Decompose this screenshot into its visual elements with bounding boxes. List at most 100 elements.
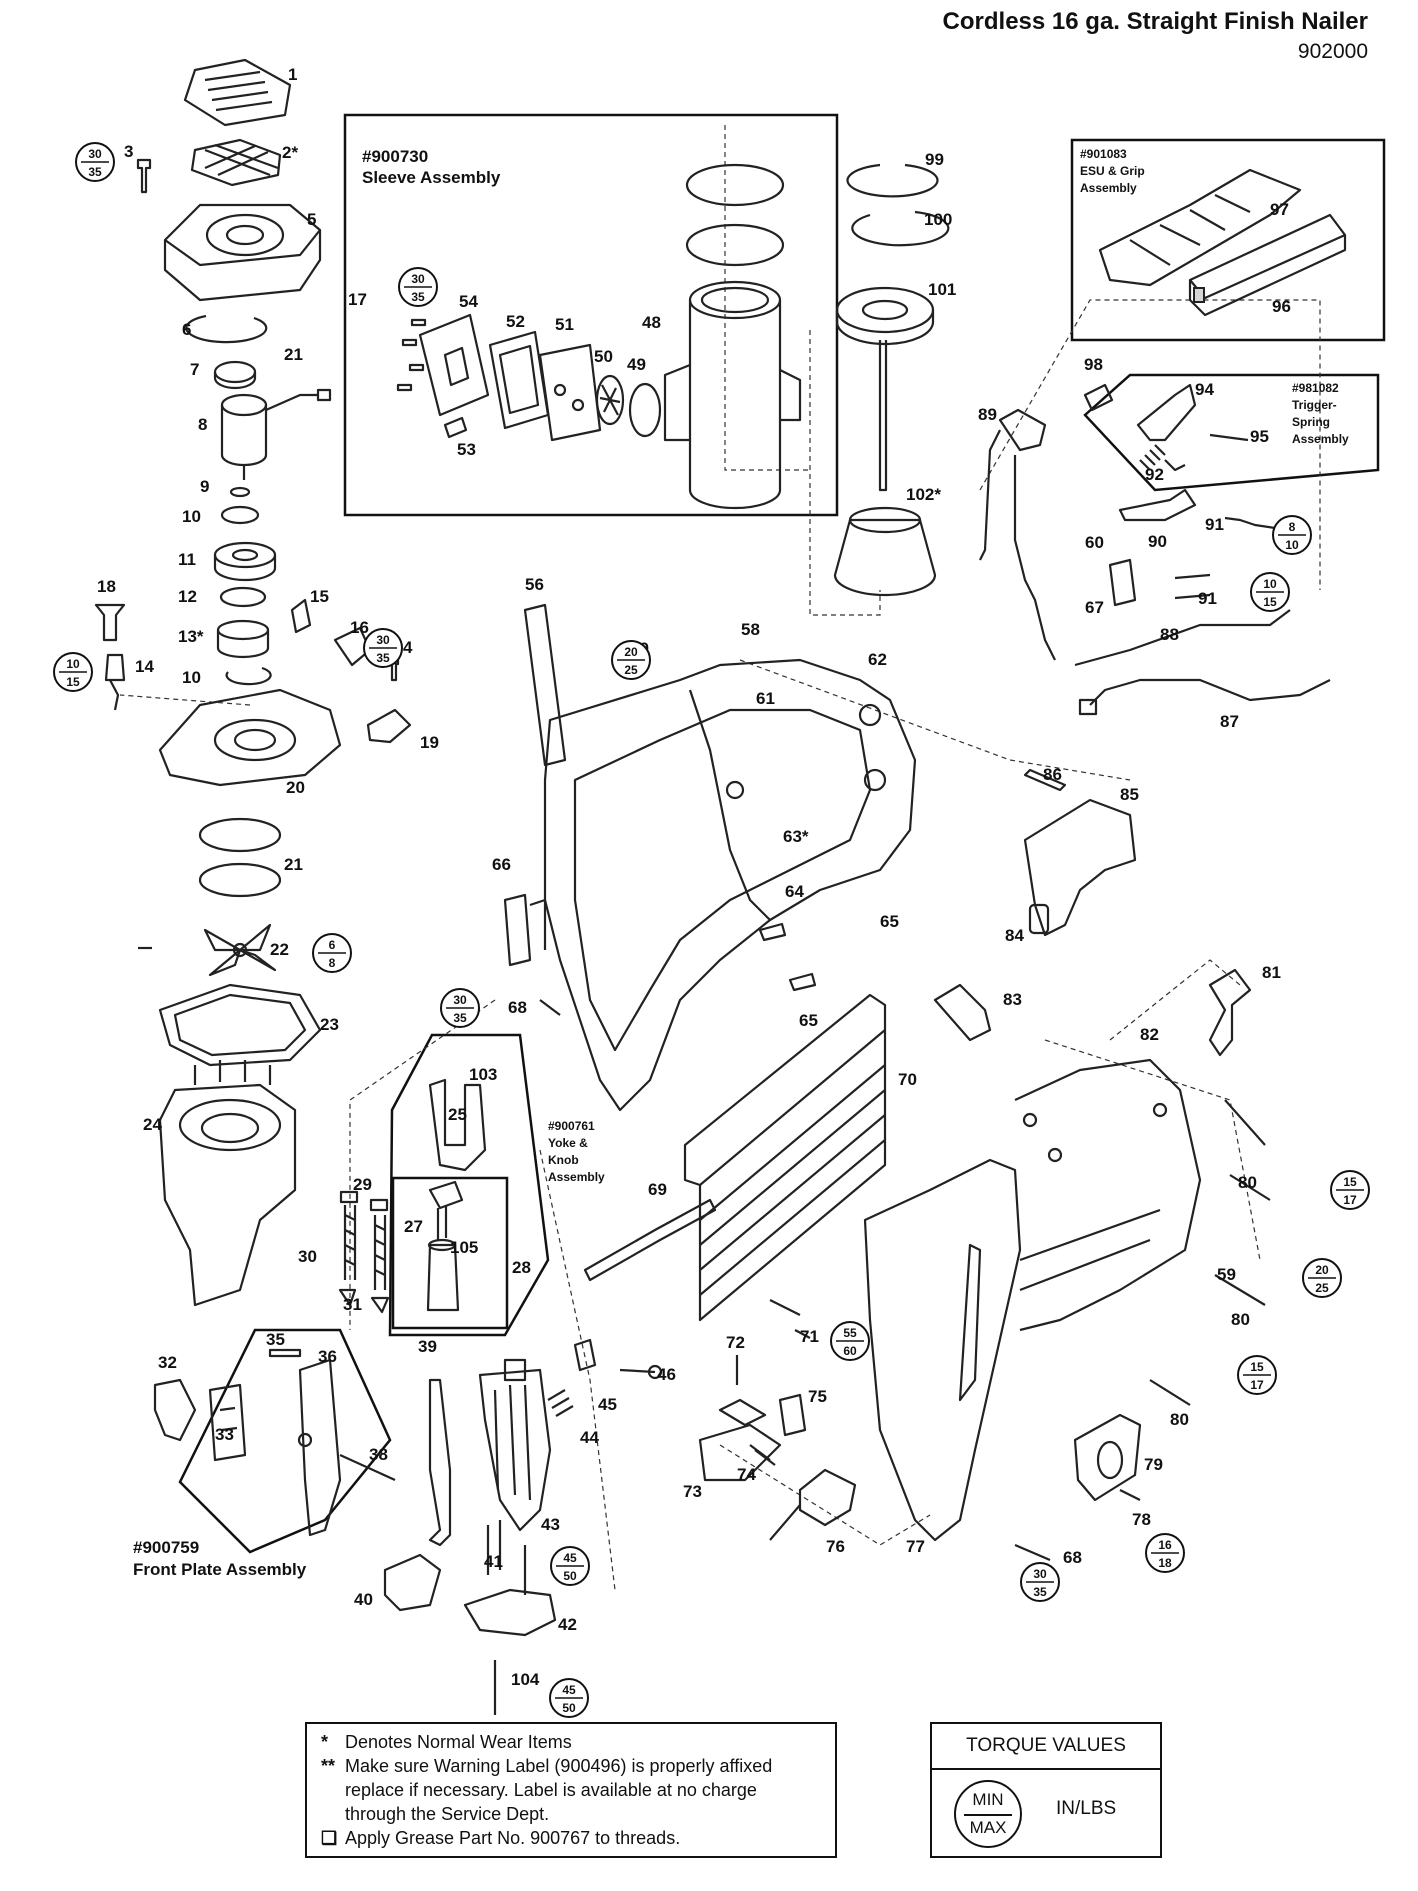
torque-min-value: 10 — [66, 657, 80, 671]
part-number-label: 3 — [124, 142, 133, 161]
part-number-label: 85 — [1120, 785, 1139, 804]
leader-line — [809, 330, 881, 616]
part-number-label: 54 — [459, 292, 478, 311]
part-23-gasket — [158, 983, 322, 1067]
trigger-spring-assembly-frame — [1083, 373, 1380, 492]
part-95-pin — [1209, 433, 1249, 442]
torque-min-value: 15 — [1250, 1360, 1264, 1374]
torque-min-value: 45 — [563, 1551, 577, 1565]
part-100-ring — [851, 210, 950, 247]
torque-max-value: 25 — [1315, 1281, 1329, 1295]
part-94-trigger — [1136, 383, 1197, 442]
part-40-cap — [383, 1553, 442, 1612]
part-number-label: 71 — [800, 1327, 819, 1346]
part-13-sleeve-bushing — [216, 619, 270, 659]
part-number-label: 49 — [627, 355, 646, 374]
yoke-assembly-name-1: Yoke & — [548, 1136, 588, 1150]
part-number-label: 24 — [143, 1115, 162, 1134]
torque-max-value: 15 — [66, 675, 80, 689]
part-number-label: 48 — [642, 313, 661, 332]
part-number-label: 86 — [1043, 765, 1062, 784]
part-66-slide — [503, 893, 547, 967]
part-number-label: 27 — [404, 1217, 423, 1236]
part-64-65-pads — [758, 922, 817, 992]
torque-min-value: 30 — [453, 993, 467, 1007]
torque-max-value: 17 — [1343, 1193, 1357, 1207]
leader-line — [1109, 959, 1241, 1041]
torque-min-value: 30 — [411, 272, 425, 286]
torque-min-value: 30 — [1033, 1567, 1047, 1581]
part-71-screw — [769, 1299, 811, 1339]
part-48-sleeve — [663, 280, 802, 510]
part-97-esu — [1098, 168, 1302, 287]
part-49-o-ring — [628, 382, 662, 438]
part-50-filter — [595, 374, 625, 426]
part-number-label: 100 — [924, 210, 952, 229]
part-79-cover — [1073, 1413, 1142, 1502]
part-1-grille-cap — [183, 58, 292, 127]
torque-max-value: 15 — [1263, 595, 1277, 609]
torque-max-value: 10 — [1285, 538, 1299, 552]
part-number-label: 42 — [558, 1615, 577, 1634]
part-number-label: 82 — [1140, 1025, 1159, 1044]
note-marker: ** — [321, 1756, 336, 1776]
part-87-wire — [1078, 678, 1331, 716]
torque-max-value: 35 — [411, 290, 425, 304]
torque-min-value: 30 — [88, 147, 102, 161]
part-number-label: 94 — [1195, 380, 1214, 399]
note-warning-label: ** Make sure Warning Label (900496) is p… — [321, 1754, 821, 1826]
part-21-o-ring — [198, 817, 282, 853]
part-number-label: 6 — [182, 320, 191, 339]
note-text: Make sure Warning Label (900496) is prop… — [345, 1756, 773, 1824]
part-88-wire — [1074, 609, 1291, 667]
grease-checkbox-icon: ❑ — [321, 1828, 338, 1848]
sleeve-assembly-name: Sleeve Assembly — [362, 168, 501, 187]
torque-min-value: 30 — [376, 633, 390, 647]
note-grease: ❑ Apply Grease Part No. 900767 to thread… — [321, 1826, 821, 1850]
part-7-disc — [213, 360, 257, 390]
part-17-screws — [396, 318, 427, 392]
torque-max-value: 8 — [329, 956, 336, 970]
part-20-cylinder-head — [158, 688, 342, 787]
part-102-bumper — [833, 506, 937, 597]
trigger-assembly-name-1: Trigger- — [1292, 398, 1337, 412]
part-number-label: 61 — [756, 689, 775, 708]
part-number-label: 46 — [657, 1365, 676, 1384]
part-68-screw — [539, 999, 561, 1016]
part-number-label: 52 — [506, 312, 525, 331]
yoke-assembly-number: #900761 — [548, 1119, 595, 1133]
torque-legend-max: MAX — [969, 1818, 1007, 1837]
part-76-block — [769, 1468, 857, 1541]
part-number-label: 53 — [457, 440, 476, 459]
part-number-label: 25 — [448, 1105, 467, 1124]
part-90-bracket — [1118, 488, 1197, 522]
part-52-gasket — [488, 330, 550, 430]
part-number-label: 8 — [198, 415, 207, 434]
torque-max-value: 35 — [88, 165, 102, 179]
part-number-label: 19 — [420, 733, 439, 752]
note-wear-items: * Denotes Normal Wear Items — [321, 1730, 821, 1754]
part-number-label: 79 — [1144, 1455, 1163, 1474]
part-42-guard — [463, 1588, 557, 1637]
torque-min-value: 20 — [624, 645, 638, 659]
part-number-label: 5 — [307, 210, 316, 229]
part-22-fan — [138, 923, 277, 977]
torque-badges: 3035303530351015682025303581010151517202… — [53, 142, 1370, 1718]
part-6-retaining-ring — [185, 314, 268, 344]
part-number-label: 97 — [1270, 200, 1289, 219]
part-number-label: 28 — [512, 1258, 531, 1277]
leader-line — [349, 999, 496, 1330]
part-number-label: 77 — [906, 1537, 925, 1556]
part-number-label: 16 — [350, 618, 369, 637]
torque-legend: TORQUE VALUES MIN MAX IN/LBS — [930, 1722, 1162, 1858]
part-33-plate — [208, 1383, 247, 1462]
part-number-label: 23 — [320, 1015, 339, 1034]
part-number-label: 104 — [511, 1670, 540, 1689]
part-77-magazine-housing — [863, 1158, 1022, 1542]
